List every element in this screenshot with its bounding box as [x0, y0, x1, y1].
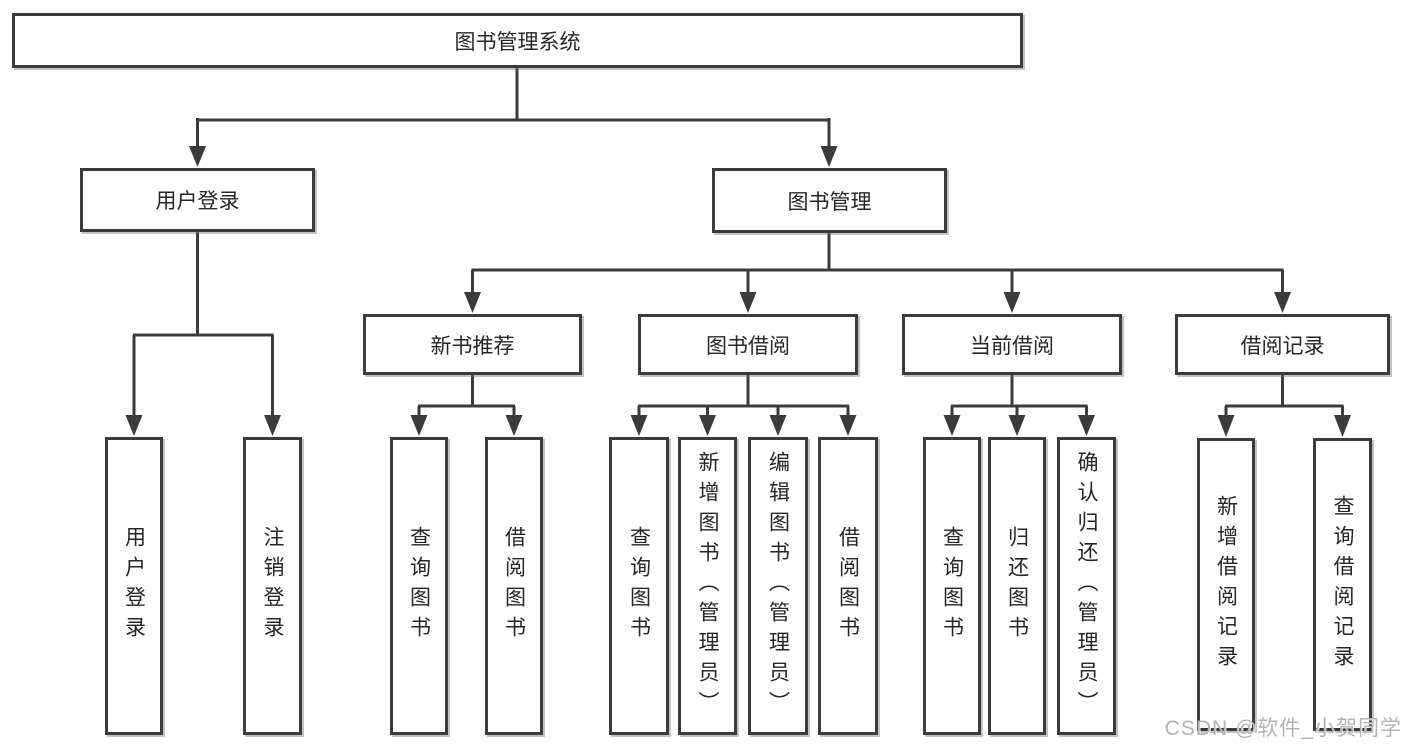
node-label: 图书管理: [787, 190, 872, 214]
leaf-confirm-return-admin: 确认归还（管理员）: [1057, 437, 1116, 735]
node-book-borrowing: 图书借阅: [638, 314, 858, 375]
node-user-login-branch: 用户登录: [80, 168, 315, 232]
leaf-label: 编辑图书（管理员）: [766, 451, 790, 721]
leaf-query-books-1: 查询图书: [390, 437, 448, 735]
leaf-label: 查询图书: [627, 526, 651, 646]
node-current-borrowing: 当前借阅: [902, 314, 1122, 375]
leaf-label: 查询借阅记录: [1331, 494, 1354, 675]
node-new-book-recommend: 新书推荐: [363, 314, 582, 375]
leaf-query-books-2: 查询图书: [609, 437, 669, 735]
leaf-label: 查询图书: [407, 526, 431, 646]
node-label: 图书借阅: [706, 334, 790, 358]
node-label: 新书推荐: [430, 334, 515, 358]
leaf-query-borrow-record: 查询借阅记录: [1313, 438, 1372, 731]
leaf-label: 新增图书（管理员）: [696, 451, 719, 721]
leaf-edit-books-admin: 编辑图书（管理员）: [748, 437, 808, 735]
leaf-return-books: 归还图书: [988, 437, 1046, 735]
csdn-watermark: CSDN @软件_小贺同学: [1164, 717, 1402, 740]
leaf-label: 借阅图书: [836, 526, 860, 646]
node-label: 借阅记录: [1240, 334, 1325, 358]
leaf-borrow-books-1: 借阅图书: [485, 437, 543, 735]
node-label: 用户登录: [155, 190, 240, 213]
leaf-label: 用户登录: [122, 526, 146, 646]
leaf-label: 归还图书: [1005, 526, 1029, 646]
leaf-query-books-3: 查询图书: [923, 437, 981, 735]
node-book-management-branch: 图书管理: [712, 168, 947, 233]
leaf-add-books-admin: 新增图书（管理员）: [678, 437, 737, 735]
leaf-label: 借阅图书: [502, 526, 526, 646]
leaf-label: 注销登录: [261, 526, 284, 646]
leaf-label: 确认归还（管理员）: [1075, 451, 1098, 721]
node-borrowing-records: 借阅记录: [1175, 314, 1390, 375]
leaf-label: 查询图书: [940, 526, 964, 646]
leaf-add-borrow-record: 新增借阅记录: [1197, 438, 1255, 731]
leaf-label: 新增借阅记录: [1214, 494, 1238, 675]
leaf-borrow-books-2: 借阅图书: [818, 437, 878, 735]
node-root-library-system: 图书管理系统: [12, 13, 1023, 68]
node-root-label: 图书管理系统: [454, 30, 581, 54]
leaf-logout: 注销登录: [243, 437, 302, 735]
node-label: 当前借阅: [970, 334, 1054, 358]
leaf-user-login: 用户登录: [105, 437, 163, 735]
